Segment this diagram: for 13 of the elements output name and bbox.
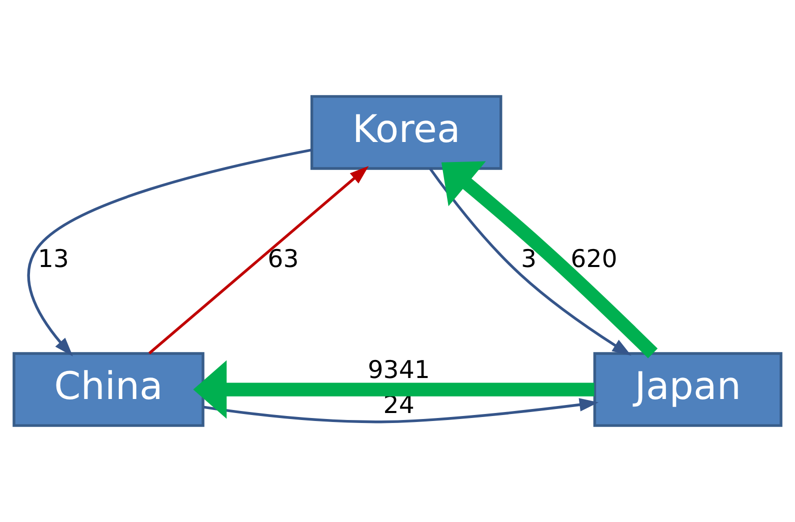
arrow: [27, 148, 312, 356]
node-box: Japan: [593, 352, 782, 427]
node-box: Korea: [310, 95, 502, 170]
arrow: [441, 161, 658, 358]
arrow: [148, 166, 369, 354]
edge-label: 13: [38, 244, 69, 273]
edge-label: 9341: [368, 354, 430, 384]
edge-label: 620: [570, 244, 618, 273]
edge-label: 63: [268, 244, 299, 273]
arrow: [193, 360, 594, 419]
arrow: [429, 168, 632, 356]
edge-label: 3: [520, 244, 537, 273]
node-box: China: [12, 352, 204, 427]
